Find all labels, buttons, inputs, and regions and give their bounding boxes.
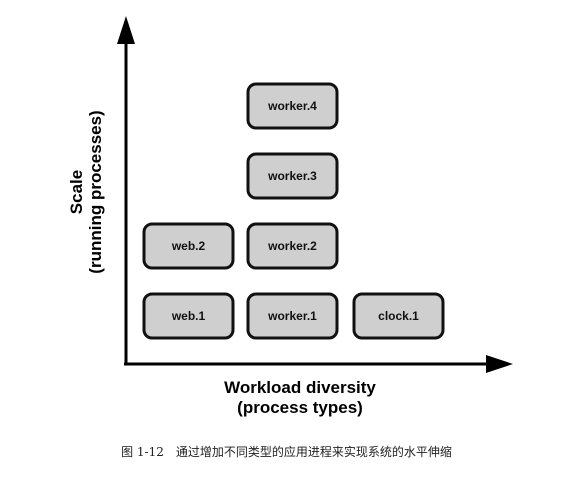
process-box-label: worker.1	[267, 309, 317, 323]
process-box-label: clock.1	[378, 309, 419, 323]
process-box-rect	[142, 292, 235, 340]
process-box-label: worker.4	[267, 99, 317, 113]
process-box-rect	[352, 292, 445, 340]
process-box-worker-1: worker.1	[246, 292, 339, 340]
figure-caption-text: 通过增加不同类型的应用进程来实现系统的水平伸缩	[175, 445, 452, 459]
process-box-label: web.1	[171, 309, 206, 323]
process-box-rect	[142, 222, 235, 270]
process-box-label: worker.3	[267, 169, 317, 183]
process-box-web-2: web.2	[142, 222, 235, 270]
y-axis-arrowhead	[117, 16, 135, 44]
x-axis-label-line2: (process types)	[237, 398, 363, 417]
process-box-rect	[246, 222, 339, 270]
x-axis-arrowhead	[486, 355, 513, 373]
y-axis-label: Scale (running processes)	[67, 110, 105, 273]
process-box-rect	[246, 292, 339, 340]
process-boxes: web.1 web.2 worker.1 worker.2 worker.3 worker…	[142, 82, 445, 340]
y-axis-label-line2: (running processes)	[86, 110, 105, 273]
x-axis-label-line1: Workload diversity	[224, 378, 376, 397]
figure-caption: 图 1-12 通过增加不同类型的应用进程来实现系统的水平伸缩	[0, 443, 573, 460]
process-box-worker-4: worker.4	[246, 82, 339, 130]
process-box-clock-1: clock.1	[352, 292, 445, 340]
process-box-label: worker.2	[267, 239, 317, 253]
process-box-web-1: web.1	[142, 292, 235, 340]
process-box-rect	[246, 152, 339, 200]
process-box-label: web.2	[171, 239, 206, 253]
y-axis-label-line1: Scale	[67, 170, 86, 214]
process-box-worker-3: worker.3	[246, 152, 339, 200]
x-axis-label: Workload diversity (process types)	[224, 378, 376, 417]
figure-number: 图 1-12	[121, 445, 164, 459]
process-box-worker-2: worker.2	[246, 222, 339, 270]
process-box-rect	[246, 82, 339, 130]
